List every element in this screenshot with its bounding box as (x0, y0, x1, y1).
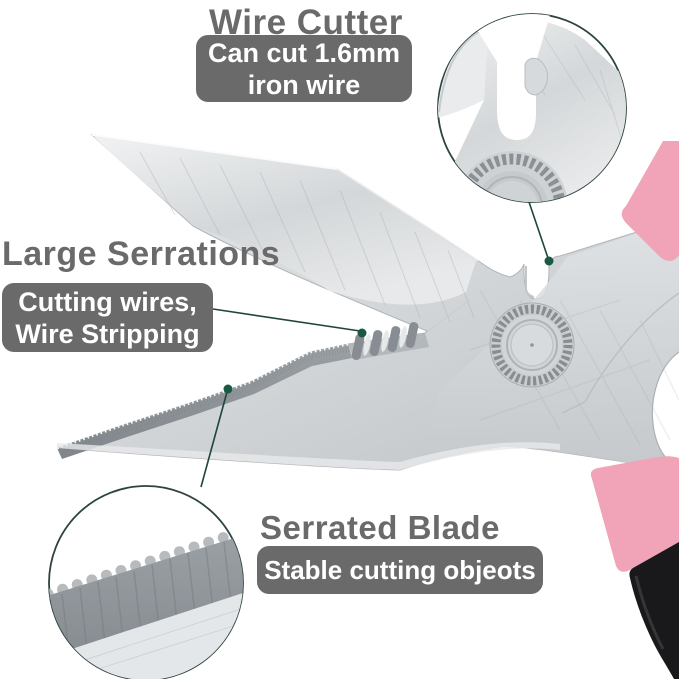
upper-blade (94, 137, 476, 305)
large-serrations (348, 322, 429, 360)
wire-cutter-notch (525, 266, 535, 298)
connector-dot-serrations (357, 328, 367, 338)
connector-dot-wire-cutter (544, 256, 554, 266)
blade-spine-highlight-2 (336, 168, 479, 262)
fine-teeth (56, 342, 349, 450)
wire-cutter-note-line-2: iron wire (247, 69, 361, 100)
wire-cutter-title: Wire Cutter (209, 3, 403, 42)
connector-dot-blade (223, 384, 233, 394)
serrated-blade-note: Stable cutting objeots (264, 555, 536, 585)
connector-line-wire-cutter (528, 201, 549, 259)
wire-cutter-note-line-1: Can cut 1.6mm (207, 37, 401, 68)
large-serrations-title: Large Serrations (2, 235, 281, 273)
blade-bevel (57, 442, 560, 470)
serration-striations (58, 346, 350, 455)
callout-connectors (200, 201, 549, 488)
blade-brushed-texture (139, 151, 475, 323)
blade-cross-seam (426, 299, 471, 333)
upper-handle-pink (621, 141, 679, 262)
blade-spine-highlight (91, 134, 338, 170)
pivot-zoom (456, 151, 568, 202)
serrated-edge-band (57, 344, 352, 459)
scissors-body (56, 134, 679, 471)
connector-line-serrations (212, 308, 361, 332)
large-serrations-note-line-1: Cutting wires, (18, 286, 197, 317)
large-serrations-note-box: Cutting wires, Wire Stripping (2, 283, 213, 352)
black-grip-highlight (634, 575, 665, 650)
wire-cutter-zoom-callout (437, 13, 627, 203)
lower-handle-pink (590, 456, 679, 572)
serrated-blade-title: Serrated Blade (260, 509, 500, 546)
serrated-blade-zoom-callout (48, 485, 244, 679)
connector-line-blade (200, 391, 228, 488)
lower-handle-black (629, 542, 679, 679)
wire-cutter-note-box: Can cut 1.6mm iron wire (196, 35, 412, 102)
large-serrations-note-line-2: Wire Stripping (15, 318, 200, 349)
callout-dots (223, 256, 554, 394)
pivot-screw-icon (489, 302, 575, 388)
notch-zoom-hook (524, 57, 548, 96)
handles (590, 141, 679, 679)
serrated-blade-note-box: Stable cutting objeots (257, 546, 543, 594)
handle-seam-line (561, 292, 679, 414)
